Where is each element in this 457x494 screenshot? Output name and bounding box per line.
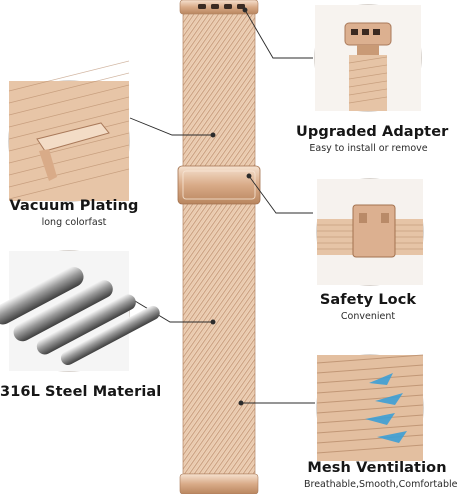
adapter-subtitle: Easy to install or remove [309, 143, 428, 154]
watch-band-image [177, 0, 261, 494]
steel-title: 316L Steel Material [0, 384, 162, 400]
plating-title: Vacuum Plating [9, 198, 139, 214]
mesh-feature-label: Mesh Ventilation Breathable,Smooth,Comfo… [304, 460, 457, 490]
adapter-feature-label: Upgraded Adapter Easy to install or remo… [296, 124, 449, 154]
mesh-title: Mesh Ventilation [307, 460, 447, 476]
plating-detail-image [8, 60, 130, 202]
adapter-title: Upgraded Adapter [296, 124, 449, 140]
mesh-subtitle: Breathable,Smooth,Comfortable [304, 479, 457, 490]
plating-feature-label: Vacuum Plating long colorfast [4, 198, 144, 228]
lock-feature-label: Safety Lock Convenient [306, 292, 430, 322]
lock-detail-image [316, 178, 424, 286]
adapter-detail-image [314, 4, 422, 112]
lock-subtitle: Convenient [340, 311, 396, 322]
steel-feature-label: 316L Steel Material [0, 384, 162, 400]
plating-subtitle: long colorfast [41, 217, 107, 228]
mesh-detail-image [316, 354, 424, 462]
steel-detail-image [0, 250, 160, 372]
lock-title: Safety Lock [319, 292, 417, 308]
